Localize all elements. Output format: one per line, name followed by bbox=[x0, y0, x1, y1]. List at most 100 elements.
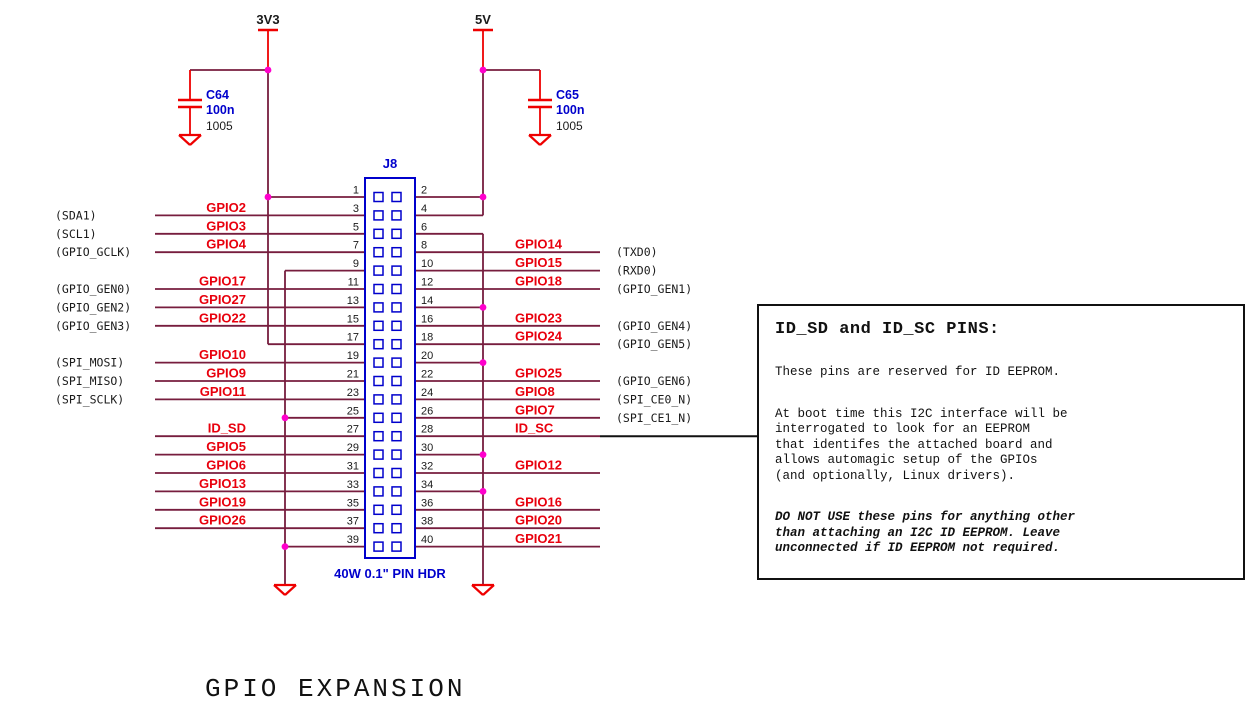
note-title: ID_SD and ID_SC PINS: bbox=[775, 320, 1000, 339]
cap-c64-value: 100n bbox=[206, 103, 235, 117]
connector-pin-square bbox=[391, 228, 402, 240]
pin-number-10: 10 bbox=[421, 258, 433, 270]
connector-pin-square bbox=[391, 338, 402, 350]
connector-pin-square bbox=[391, 375, 402, 387]
net-label-gpio21: GPIO21 bbox=[515, 531, 562, 546]
pin-number-19: 19 bbox=[347, 350, 359, 362]
connector-pin-square bbox=[391, 265, 402, 276]
net-label-gpio13: GPIO13 bbox=[199, 476, 246, 491]
connector-pin-square bbox=[373, 522, 384, 534]
connector-pin-square bbox=[391, 394, 402, 405]
pin-number-25: 25 bbox=[347, 405, 359, 417]
alias-gpio_gen4: (GPIO_GEN4) bbox=[616, 319, 692, 333]
connector-pin-square bbox=[373, 486, 384, 497]
connector-pin-square bbox=[373, 338, 384, 350]
junction-dot bbox=[479, 451, 487, 458]
pin-number-5: 5 bbox=[353, 221, 359, 233]
alias-rxd0: (RXD0) bbox=[616, 264, 658, 278]
alias-txd0: (TXD0) bbox=[616, 245, 658, 259]
pin-number-40: 40 bbox=[421, 534, 433, 546]
junction-dot bbox=[479, 193, 487, 201]
connector-type-label: 40W 0.1" PIN HDR bbox=[334, 566, 446, 581]
connector-pin-square bbox=[391, 357, 402, 368]
connector-pin-square bbox=[391, 467, 402, 479]
connector-pin-square bbox=[373, 210, 384, 221]
cap-c65-ref: C65 bbox=[556, 88, 579, 102]
net-label-gpio26: GPIO26 bbox=[199, 513, 246, 528]
pin-number-22: 22 bbox=[421, 369, 433, 381]
pin-number-21: 21 bbox=[347, 369, 359, 381]
net-label-id_sc: ID_SC bbox=[515, 421, 554, 436]
junction-dot bbox=[264, 193, 272, 201]
connector-pin-square bbox=[373, 265, 384, 276]
alias-sda1: (SDA1) bbox=[55, 208, 97, 222]
rail-5v-label: 5V bbox=[475, 12, 491, 27]
connector-pin-square bbox=[373, 283, 384, 295]
connector-pin-square bbox=[373, 430, 384, 442]
pin-number-28: 28 bbox=[421, 424, 433, 436]
note-box: ID_SD and ID_SC PINS: These pins are res… bbox=[757, 304, 1245, 580]
cap-c64-ground-symbol bbox=[178, 134, 191, 146]
note-para-1: These pins are reserved for ID EEPROM. bbox=[775, 365, 1061, 379]
pin-number-29: 29 bbox=[347, 442, 359, 454]
net-label-gpio5: GPIO5 bbox=[206, 439, 246, 454]
cap-c65-ground-symbol bbox=[528, 134, 541, 146]
alias-spi_ce1_n: (SPI_CE1_N) bbox=[616, 411, 692, 425]
rail-3v3-label: 3V3 bbox=[256, 12, 279, 27]
junction-dot bbox=[264, 66, 272, 74]
pin-number-27: 27 bbox=[347, 424, 359, 436]
alias-gpio_gclk: (GPIO_GCLK) bbox=[55, 245, 131, 259]
pin-number-4: 4 bbox=[421, 203, 427, 215]
net-label-gpio15: GPIO15 bbox=[515, 255, 562, 270]
net-label-gpio6: GPIO6 bbox=[206, 458, 246, 473]
ground-symbol-right bbox=[471, 584, 484, 596]
pin-number-36: 36 bbox=[421, 497, 433, 509]
net-label-gpio9: GPIO9 bbox=[206, 366, 246, 381]
pin-number-18: 18 bbox=[421, 332, 433, 344]
alias-scl1: (SCL1) bbox=[55, 227, 97, 241]
junction-dot bbox=[281, 543, 289, 550]
connector-pin-square bbox=[373, 302, 384, 313]
pin-number-32: 32 bbox=[421, 461, 433, 473]
connector-pin-square bbox=[373, 467, 384, 479]
net-label-gpio4: GPIO4 bbox=[206, 237, 247, 252]
alias-spi_ce0_n: (SPI_CE0_N) bbox=[616, 392, 692, 406]
net-label-gpio16: GPIO16 bbox=[515, 494, 562, 509]
pin-number-30: 30 bbox=[421, 442, 433, 454]
alias-spi_mosi: (SPI_MOSI) bbox=[55, 356, 124, 370]
alias-gpio_gen5: (GPIO_GEN5) bbox=[616, 337, 692, 351]
pin-number-11: 11 bbox=[348, 277, 359, 289]
pin-number-23: 23 bbox=[347, 387, 359, 399]
alias-gpio_gen6: (GPIO_GEN6) bbox=[616, 374, 692, 388]
net-label-gpio14: GPIO14 bbox=[515, 237, 563, 252]
junction-dot bbox=[479, 359, 487, 366]
pin-number-33: 33 bbox=[347, 479, 359, 491]
alias-gpio_gen0: (GPIO_GEN0) bbox=[55, 282, 131, 296]
pin-number-31: 31 bbox=[347, 461, 359, 473]
pin-number-12: 12 bbox=[421, 277, 433, 289]
net-label-gpio20: GPIO20 bbox=[515, 513, 562, 528]
connector-pin-square bbox=[373, 504, 384, 516]
net-label-gpio10: GPIO10 bbox=[199, 347, 246, 362]
pin-number-26: 26 bbox=[421, 405, 433, 417]
net-label-gpio17: GPIO17 bbox=[199, 274, 246, 289]
connector-pin-square bbox=[391, 283, 402, 295]
cap-c64-ground-symbol bbox=[189, 134, 202, 146]
pin-number-35: 35 bbox=[347, 497, 359, 509]
pin-number-3: 3 bbox=[353, 203, 359, 215]
connector-pin-square bbox=[373, 394, 384, 405]
alias-gpio_gen1: (GPIO_GEN1) bbox=[616, 282, 692, 296]
connector-pin-square bbox=[391, 522, 402, 534]
pin-number-15: 15 bbox=[347, 313, 359, 325]
note-para-3: DO NOT USE these pins for anything other… bbox=[775, 510, 1076, 555]
sheet-title: GPIO EXPANSION bbox=[205, 674, 466, 704]
net-label-gpio18: GPIO18 bbox=[515, 274, 562, 289]
alias-spi_miso: (SPI_MISO) bbox=[55, 374, 124, 388]
connector-pin-square bbox=[391, 486, 402, 497]
pin-number-13: 13 bbox=[347, 295, 359, 307]
net-label-gpio7: GPIO7 bbox=[515, 402, 555, 417]
connector-ref: J8 bbox=[383, 156, 397, 171]
ground-symbol-right bbox=[482, 584, 495, 596]
pin-number-8: 8 bbox=[421, 240, 427, 252]
